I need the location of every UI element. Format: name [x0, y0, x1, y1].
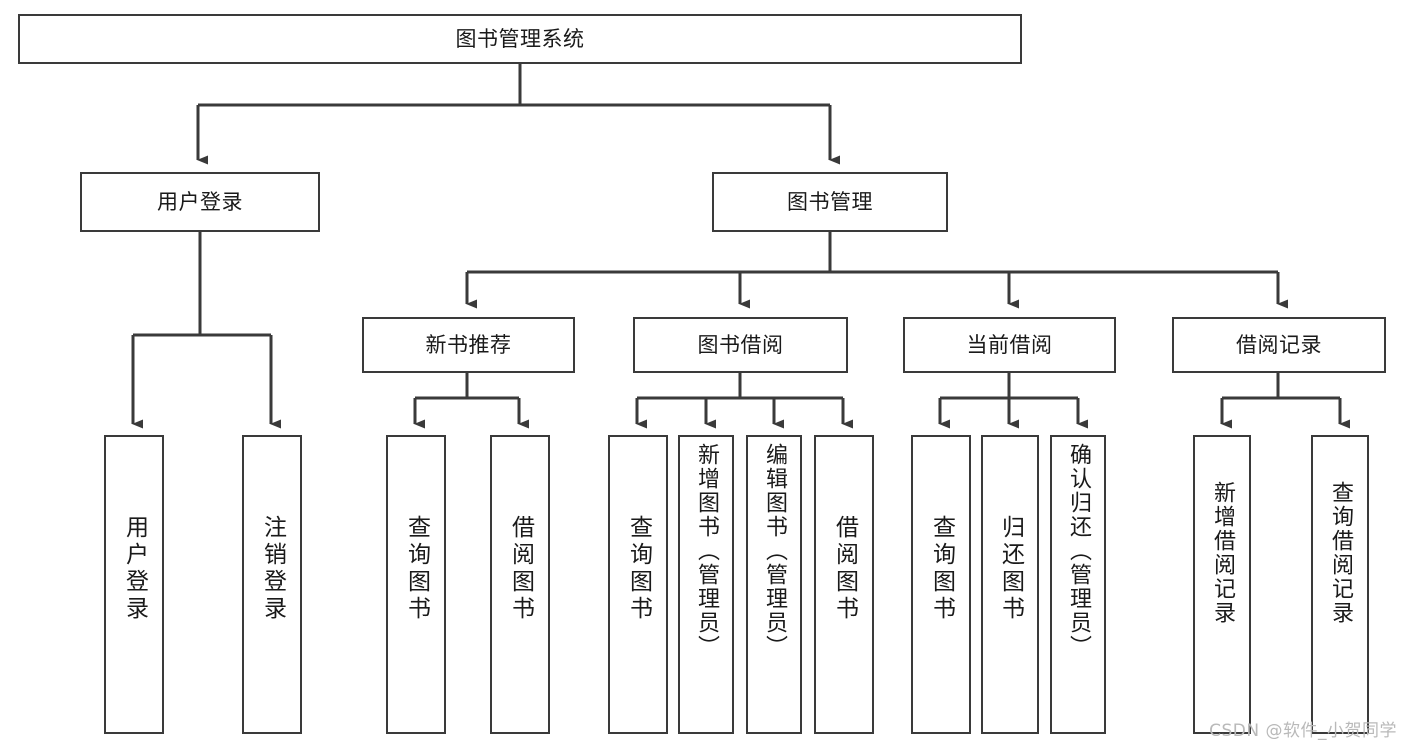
node-current-borrow-label: 当前借阅 [966, 332, 1053, 357]
leaf-add-borrow-record-label: 新增借阅记录 [1210, 481, 1235, 625]
node-new-book-recommend[interactable]: 新书推荐 [362, 317, 575, 373]
leaf-edit-book-admin-label: 编辑图书（管理员） [762, 443, 787, 659]
leaf-add-book-admin[interactable]: 新增图书（管理员） [678, 435, 734, 734]
leaf-borrow-book-label: 借阅图书 [831, 515, 858, 623]
node-root[interactable]: 图书管理系统 [18, 14, 1022, 64]
leaf-query-borrow-record-label: 查询借阅记录 [1328, 481, 1353, 625]
leaf-newbook-borrow-book-label: 借阅图书 [507, 515, 534, 623]
node-current-borrow[interactable]: 当前借阅 [903, 317, 1116, 373]
leaf-user-login-label: 用户登录 [121, 515, 148, 623]
node-user-login[interactable]: 用户登录 [80, 172, 320, 232]
leaf-confirm-return-admin-label: 确认归还（管理员） [1066, 443, 1091, 659]
leaf-return-book[interactable]: 归还图书 [981, 435, 1039, 734]
leaf-user-login[interactable]: 用户登录 [104, 435, 164, 734]
node-borrow-records[interactable]: 借阅记录 [1172, 317, 1386, 373]
leaf-newbook-query-book[interactable]: 查询图书 [386, 435, 446, 734]
node-user-login-label: 用户登录 [157, 189, 243, 214]
leaf-borrow-book[interactable]: 借阅图书 [814, 435, 874, 734]
leaf-add-borrow-record[interactable]: 新增借阅记录 [1193, 435, 1251, 734]
leaf-newbook-query-book-label: 查询图书 [403, 515, 430, 623]
leaf-borrow-query-book[interactable]: 查询图书 [608, 435, 668, 734]
node-book-borrow-label: 图书借阅 [697, 332, 784, 357]
node-book-borrow[interactable]: 图书借阅 [633, 317, 848, 373]
leaf-edit-book-admin[interactable]: 编辑图书（管理员） [746, 435, 802, 734]
node-book-management[interactable]: 图书管理 [712, 172, 948, 232]
node-borrow-records-label: 借阅记录 [1236, 332, 1322, 357]
leaf-query-borrow-record[interactable]: 查询借阅记录 [1311, 435, 1369, 734]
leaf-current-query-book[interactable]: 查询图书 [911, 435, 971, 734]
leaf-current-query-book-label: 查询图书 [928, 515, 955, 623]
node-root-label: 图书管理系统 [455, 26, 585, 51]
node-book-management-label: 图书管理 [787, 189, 873, 214]
node-new-book-recommend-label: 新书推荐 [425, 332, 512, 357]
leaf-logout-label: 注销登录 [259, 515, 286, 623]
leaf-return-book-label: 归还图书 [997, 515, 1024, 623]
leaf-newbook-borrow-book[interactable]: 借阅图书 [490, 435, 550, 734]
leaf-add-book-admin-label: 新增图书（管理员） [694, 443, 719, 659]
leaf-borrow-query-book-label: 查询图书 [625, 515, 652, 623]
leaf-confirm-return-admin[interactable]: 确认归还（管理员） [1050, 435, 1106, 734]
leaf-logout[interactable]: 注销登录 [242, 435, 302, 734]
